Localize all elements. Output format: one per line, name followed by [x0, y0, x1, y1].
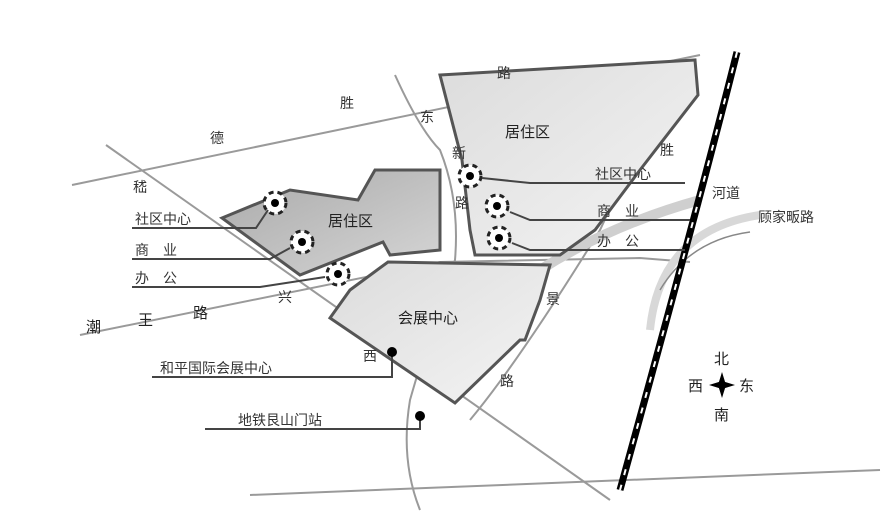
landmark-metro-station: 地铁艮山门站 — [238, 413, 322, 429]
zone-label-expo: 会展中心 — [398, 309, 458, 327]
road-label: 路 — [455, 196, 469, 212]
facility-markers — [262, 163, 512, 287]
road-label: 路 — [500, 374, 514, 390]
legend-east-commerce: 商 业 — [597, 204, 639, 220]
zone-label-residential-west: 居住区 — [328, 212, 373, 230]
compass-south: 南 — [714, 406, 729, 424]
road-label: 胜 — [340, 96, 354, 112]
railway — [616, 51, 741, 491]
zone-expo — [327, 260, 552, 405]
road-label: 兴 — [278, 290, 292, 306]
legend-west-office: 办 公 — [135, 271, 177, 287]
road-label: 顾家畈路 — [758, 209, 814, 226]
landmark-expo-center: 和平国际会展中心 — [160, 361, 272, 377]
compass-west: 西 — [688, 377, 703, 395]
road-label: 嵇 — [133, 180, 147, 196]
road-label: 王 — [138, 311, 153, 329]
road-label: 路 — [497, 66, 511, 82]
river-label: 河道 — [712, 186, 740, 202]
compass-east: 东 — [739, 377, 754, 395]
legend-east-office: 办 公 — [597, 234, 639, 250]
road-label: 路 — [193, 304, 208, 322]
road-labels: 路 胜 德 东 新 路 嵇 兴 潮 王 路 西 路 景 胜 河道 顾家畈路 — [86, 66, 814, 390]
zone-label-residential-east: 居住区 — [505, 123, 550, 141]
road-label: 西 — [363, 349, 377, 365]
legend-west-commerce: 商 业 — [135, 243, 177, 259]
road-label: 新 — [452, 146, 466, 162]
compass: 北 南 东 西 — [688, 350, 754, 424]
legend-west-community: 社区中心 — [135, 212, 191, 228]
road-label: 景 — [546, 292, 560, 308]
road-label: 东 — [420, 110, 434, 126]
road-label: 潮 — [86, 318, 101, 336]
leader-lines — [132, 177, 690, 430]
road-label: 胜 — [660, 143, 674, 159]
legend-east-community: 社区中心 — [595, 167, 651, 183]
compass-north: 北 — [714, 350, 729, 368]
road-label: 德 — [210, 131, 224, 147]
